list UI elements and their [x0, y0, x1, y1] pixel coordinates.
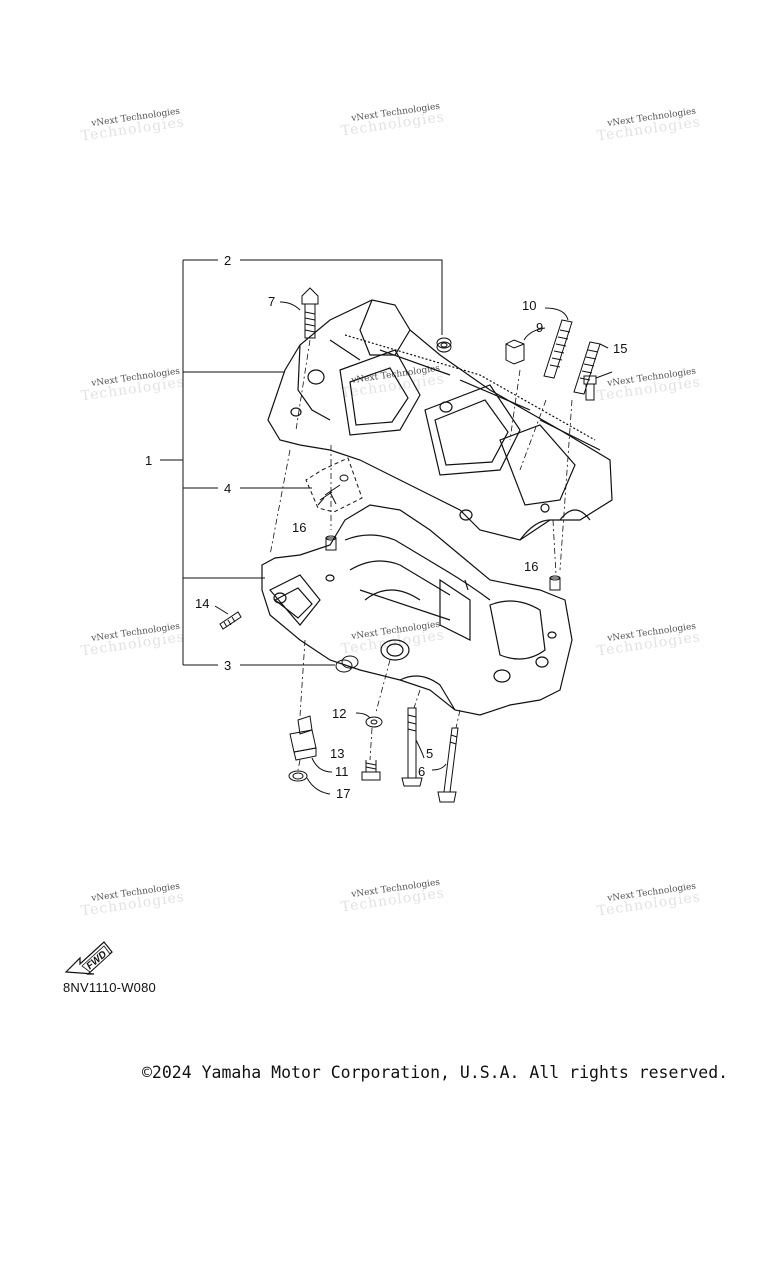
diagram-code: 8NV1110-W080 [63, 980, 156, 995]
valve-4 [305, 457, 363, 513]
callout-12: 12 [332, 706, 346, 721]
dowel-16-right [549, 575, 561, 591]
callout-10: 10 [522, 298, 536, 313]
sleeve-9 [505, 327, 546, 365]
callout-15: 15 [613, 341, 627, 356]
callout-5: 5 [426, 746, 433, 761]
bolt-8 [583, 371, 613, 401]
leader-2 [183, 259, 443, 335]
callout-6: 6 [418, 764, 425, 779]
dowel-16-left [325, 535, 337, 551]
bolt-7 [279, 287, 319, 339]
callout-11: 11 [335, 764, 349, 779]
callout-1: 1 [145, 453, 152, 468]
callout-16-right: 16 [524, 559, 538, 574]
dowel-3 [335, 655, 359, 673]
parts-diagram: 1 2 3 4 5 6 7 9 10 11 12 13 14 15 16 16 … [64, 253, 627, 975]
stud-10 [543, 307, 573, 379]
bolt-5 [401, 707, 425, 787]
copyright-text: ©2024 Yamaha Motor Corporation, U.S.A. A… [142, 1063, 729, 1082]
callout-14: 14 [195, 596, 209, 611]
washer-12 [355, 712, 383, 728]
stud-14 [214, 605, 242, 630]
bolt-6 [431, 727, 459, 803]
callout-7: 7 [268, 294, 275, 309]
lower-crankcase [261, 504, 573, 716]
callout-17: 17 [336, 786, 350, 801]
o-ring-17 [288, 770, 331, 795]
alignment-lines [269, 339, 573, 771]
callout-16-left: 16 [292, 520, 306, 535]
fwd-arrow-icon: FWD [64, 941, 113, 975]
stud-15 [573, 341, 609, 395]
dowel-2 [436, 337, 452, 353]
bolt-13 [361, 760, 381, 781]
sensor-11 [289, 715, 333, 773]
callout-9: 9 [536, 320, 543, 335]
callout-4: 4 [224, 481, 231, 496]
upper-crankcase [267, 299, 613, 541]
callout-13: 13 [330, 746, 344, 761]
callout-2: 2 [224, 253, 231, 268]
callout-3: 3 [224, 658, 231, 673]
